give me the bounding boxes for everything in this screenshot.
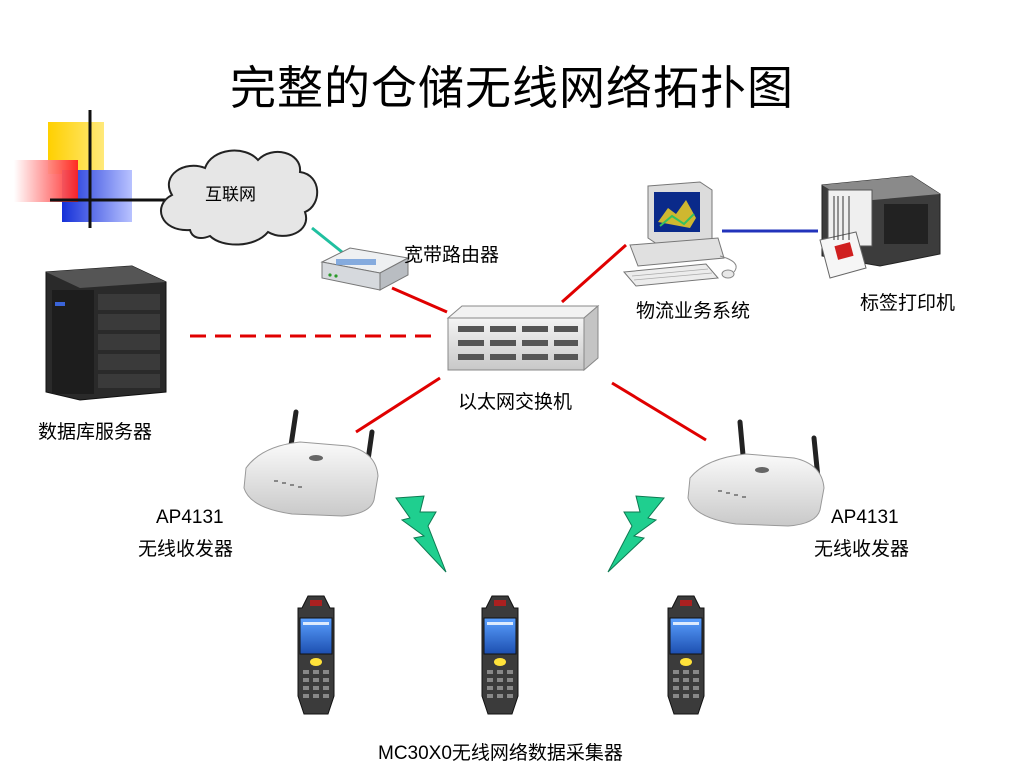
- data-collector-label: MC30X0无线网络数据采集器: [378, 743, 623, 764]
- ap-left-label: 无线收发器: [138, 538, 234, 560]
- label-printer-label: 标签打印机: [860, 292, 956, 314]
- wireless-signal-right-icon: [607, 495, 665, 573]
- server-icon: [45, 265, 167, 401]
- decorative-corner-blocks: [14, 110, 170, 228]
- ethernet-switch-label: 以太网交换机: [458, 391, 573, 413]
- handheld-terminal-3-icon: [667, 595, 705, 715]
- database-server-label: 数据库服务器: [38, 421, 153, 443]
- ap-right-model-label: AP4131: [831, 507, 899, 528]
- label-printer-icon: [819, 175, 941, 279]
- wireless-access-point-right-icon: [687, 419, 825, 527]
- router-cloud-link: [311, 226, 343, 254]
- handheld-terminal-2-icon: [481, 595, 519, 715]
- switch-ap-right-link: [611, 381, 707, 442]
- page-title: 完整的仓储无线网络拓扑图: [230, 61, 794, 115]
- desktop-computer-icon: [622, 181, 737, 287]
- switch-pc-link: [561, 243, 627, 304]
- router-switch-link: [391, 286, 448, 314]
- ap-right-label: 无线收发器: [814, 538, 910, 560]
- wireless-access-point-left-icon: [243, 409, 379, 517]
- internet-label: 互联网: [205, 185, 256, 205]
- switch-ap-left-link: [355, 376, 441, 434]
- router-icon: [320, 247, 410, 291]
- router-label: 宽带路由器: [404, 244, 500, 266]
- ap-left-model-label: AP4131: [156, 507, 224, 528]
- internet-cloud-icon: [160, 149, 319, 246]
- handheld-terminal-1-icon: [297, 595, 335, 715]
- logistics-system-label: 物流业务系统: [636, 300, 751, 322]
- wireless-signal-left-icon: [395, 495, 447, 573]
- ethernet-switch-icon: [446, 304, 600, 372]
